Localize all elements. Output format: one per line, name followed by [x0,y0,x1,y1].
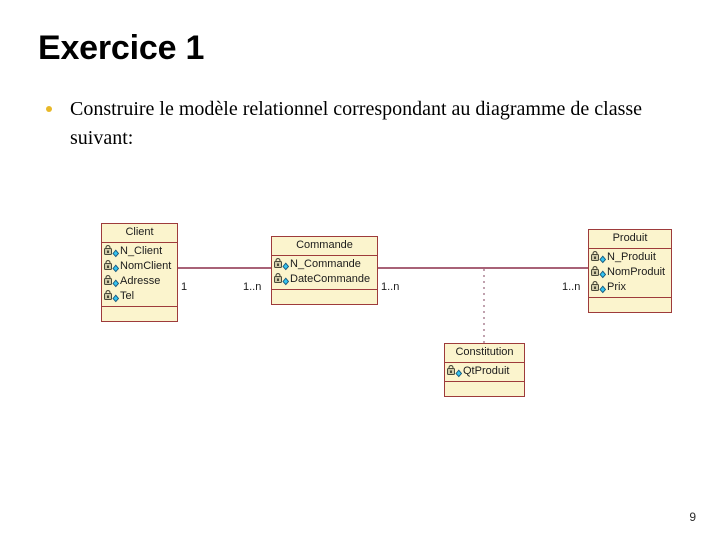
key-icon [104,260,119,273]
uml-class-client[interactable]: Client N_Client NomClient [101,223,178,322]
uml-attribute: NomClient [104,259,175,274]
uml-attribute-compartment: N_Commande DateCommande [272,256,377,290]
multiplicity-commande-right: 1..n [381,281,400,293]
key-icon [274,258,289,271]
uml-attribute-label: Adresse [120,275,161,287]
uml-attribute-label: N_Commande [290,258,361,270]
uml-attribute: QtProduit [447,364,522,379]
uml-class-name: Constitution [445,344,524,363]
uml-attribute-label: DateCommande [290,273,371,285]
key-icon [274,273,289,286]
key-icon [591,266,606,279]
uml-attribute-label: Tel [120,290,135,302]
bullet-list: Construire le modèle relationnel corresp… [38,95,658,153]
multiplicity-produit-side: 1..n [562,281,581,293]
key-icon [104,290,119,303]
key-icon [591,251,606,264]
uml-operations-compartment [102,307,177,321]
key-icon [104,245,119,258]
uml-attribute-compartment: N_Client NomClient Adresse [102,243,177,307]
uml-attribute: N_Produit [591,250,669,265]
bullet-text: Construire le modèle relationnel corresp… [70,98,643,149]
uml-attribute: N_Client [104,244,175,259]
uml-operations-compartment [445,382,524,396]
uml-class-produit[interactable]: Produit N_Produit NomProduit [588,229,672,313]
multiplicity-client-side: 1 [181,281,188,293]
uml-attribute-label: N_Produit [607,251,656,263]
uml-attribute: NomProduit [591,265,669,280]
uml-operations-compartment [272,290,377,304]
uml-class-commande[interactable]: Commande N_Commande DateCommande [271,236,378,305]
uml-attribute-label: Prix [607,281,626,293]
uml-class-name: Commande [272,237,377,256]
uml-attribute: DateCommande [274,272,375,287]
uml-attribute: N_Commande [274,257,375,272]
uml-class-name: Client [102,224,177,243]
page-title: Exercice 1 [38,29,205,67]
uml-attribute-label: NomClient [120,260,172,272]
uml-operations-compartment [589,298,671,312]
uml-attribute: Adresse [104,274,175,289]
uml-attribute: Tel [104,289,175,304]
uml-class-constitution[interactable]: Constitution QtProduit [444,343,525,397]
uml-attribute-label: QtProduit [463,365,510,377]
bullet-dot-icon [46,106,52,112]
list-item: Construire le modèle relationnel corresp… [38,95,658,153]
key-icon [591,281,606,294]
page-number: 9 [689,510,696,524]
key-icon [447,365,462,378]
key-icon [104,275,119,288]
uml-class-name: Produit [589,230,671,249]
uml-attribute-compartment: QtProduit [445,363,524,382]
uml-attribute-label: NomProduit [607,266,666,278]
uml-attribute: Prix [591,280,669,295]
uml-attribute-compartment: N_Produit NomProduit Prix [589,249,671,298]
multiplicity-commande-left: 1..n [243,281,262,293]
uml-attribute-label: N_Client [120,245,163,257]
